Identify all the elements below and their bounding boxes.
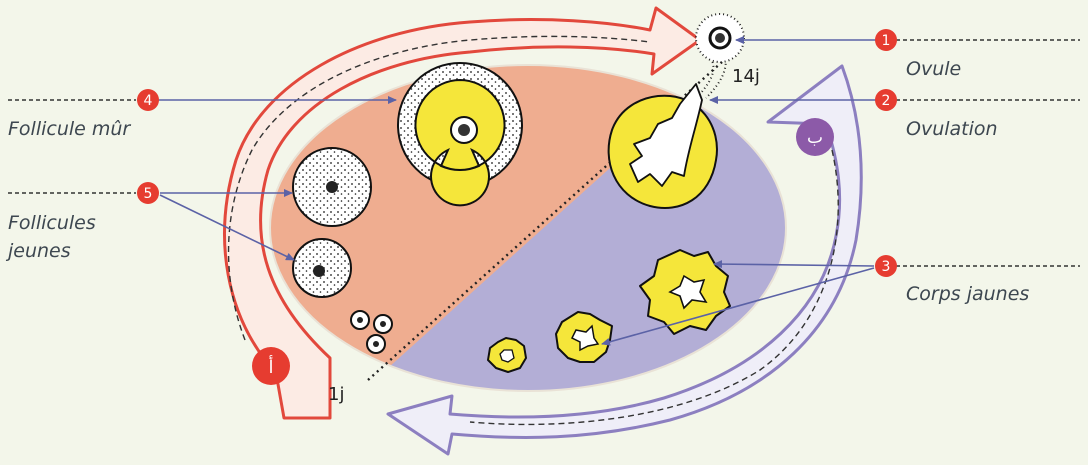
label-ovule: Ovule — [906, 58, 961, 80]
phase-b-badge: ب — [796, 118, 834, 156]
svg-text:4: 4 — [144, 93, 153, 109]
svg-text:أ: أ — [268, 355, 273, 378]
label-follicule-mur: Follicule mûr — [8, 118, 130, 140]
marker-5: 5 — [137, 182, 159, 204]
day-1-label: 1j — [328, 384, 344, 405]
marker-3: 3 — [875, 255, 897, 277]
young-follicle-large — [293, 148, 371, 226]
svg-text:3: 3 — [882, 259, 891, 275]
svg-text:ب: ب — [807, 128, 823, 148]
label-ovulation: Ovulation — [906, 118, 998, 140]
ovary — [260, 60, 800, 400]
young-follicle-small — [293, 239, 351, 297]
marker-1: 1 — [875, 29, 897, 51]
day-14-label: 14j — [732, 66, 760, 87]
svg-text:1: 1 — [882, 33, 891, 49]
marker-4: 4 — [137, 89, 159, 111]
svg-text:2: 2 — [882, 93, 891, 109]
svg-text:5: 5 — [144, 186, 153, 202]
label-follicules-jeunes-line1: Follicules — [8, 212, 96, 234]
marker-2: 2 — [875, 89, 897, 111]
label-follicules-jeunes-line2: jeunes — [8, 240, 71, 262]
label-corps-jaunes: Corps jaunes — [906, 283, 1029, 305]
phase-a-badge: أ — [252, 347, 290, 385]
